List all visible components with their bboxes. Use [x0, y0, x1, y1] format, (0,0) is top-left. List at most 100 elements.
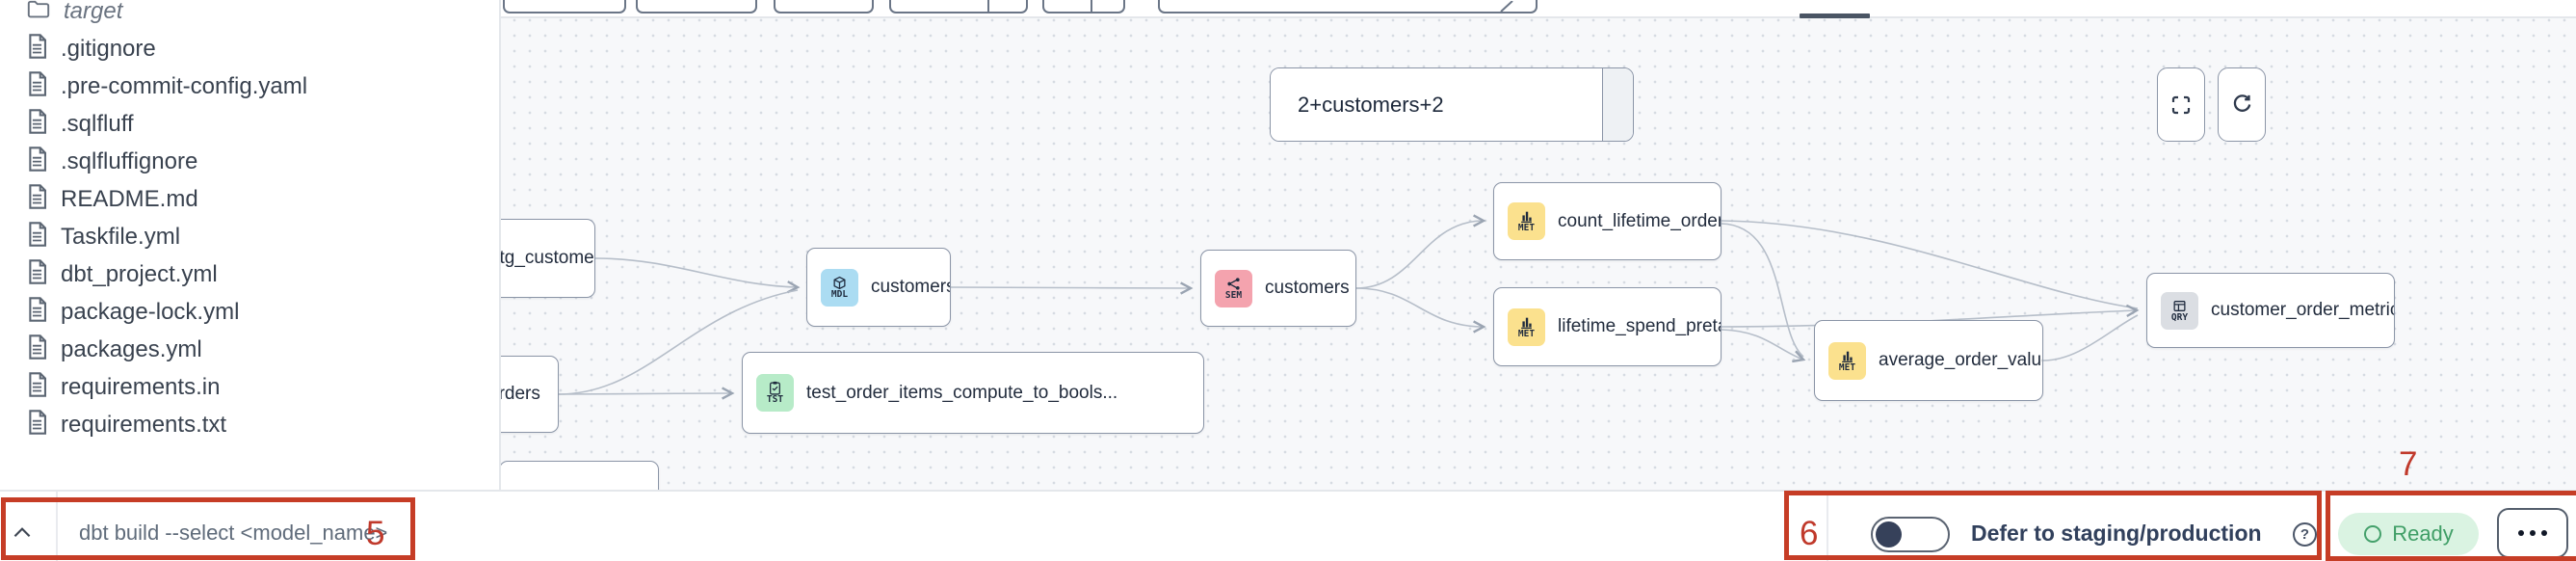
- cutoff-icon: [1500, 1, 1513, 13]
- file-name: Taskfile.yml: [61, 223, 181, 250]
- file-tree-item--pre-commit-config-yaml[interactable]: .pre-commit-config.yaml: [0, 67, 499, 105]
- refresh-icon: [2233, 94, 2250, 112]
- file-icon: [27, 297, 47, 327]
- defer-toggle[interactable]: [1871, 517, 1950, 552]
- file-name: requirements.txt: [61, 411, 227, 438]
- command-input[interactable]: [79, 509, 696, 557]
- file-tree-sidebar: target .gitignore .pre-commit-config.yaml.…: [0, 0, 501, 490]
- status-label: Ready: [2392, 521, 2454, 546]
- node-type-code: MDL: [830, 288, 849, 300]
- dot: [2530, 530, 2536, 536]
- cutoff-toolbar-segmented[interactable]: [1042, 0, 1125, 13]
- sem-node-type-icon: SEM: [1215, 269, 1252, 307]
- node-label: lifetime_spend_pretax: [1558, 316, 1722, 336]
- chevron-up-icon: [13, 527, 31, 538]
- file-name: package-lock.yml: [61, 298, 240, 325]
- fullscreen-icon: [2171, 95, 2191, 114]
- file-tree-item-target[interactable]: target: [0, 0, 499, 30]
- cutoff-toolbar-segmented[interactable]: [889, 0, 1028, 13]
- file-name: .sqlfluff: [61, 110, 134, 137]
- file-name: .sqlfluffignore: [61, 147, 198, 174]
- node-type-code: MET: [1517, 328, 1536, 339]
- node-label: test_order_items_compute_to_bools...: [806, 382, 1118, 403]
- dag-node-customer-order-metrics[interactable]: QRY customer_order_metrics: [2146, 273, 2395, 348]
- expand-command-panel-button[interactable]: [10, 521, 35, 546]
- file-icon: [27, 222, 47, 252]
- graph-selector-group: Update Graph: [1270, 67, 1634, 142]
- dag-node-lifetime-spend-pretax[interactable]: MET lifetime_spend_pretax: [1493, 287, 1722, 366]
- dag-node-count-lifetime-orders[interactable]: MET count_lifetime_orders: [1493, 182, 1722, 260]
- met-node-type-icon: MET: [1828, 341, 1866, 380]
- active-tab-indicator: [1800, 13, 1870, 18]
- file-tree-item--sqlfluffignore[interactable]: .sqlfluffignore: [0, 143, 499, 180]
- file-name: target: [64, 0, 123, 24]
- cutoff-search-bar[interactable]: [1158, 0, 1538, 13]
- file-icon: [27, 109, 47, 139]
- toggle-knob: [1876, 521, 1902, 548]
- bottom-bar-divider: [56, 492, 58, 561]
- file-name: packages.yml: [61, 335, 202, 362]
- cutoff-toolbar-button[interactable]: [774, 0, 874, 13]
- canvas-top-toolbar: [501, 0, 2576, 18]
- file-name: README.md: [61, 185, 198, 212]
- file-tree-item--gitignore[interactable]: .gitignore: [0, 30, 499, 67]
- file-name: .gitignore: [61, 35, 156, 62]
- dot: [2518, 530, 2524, 536]
- node-type-code: MET: [1838, 361, 1856, 373]
- file-icon: [27, 410, 47, 440]
- help-icon[interactable]: ?: [2293, 522, 2317, 547]
- node-label: orders: [488, 384, 540, 404]
- file-icon: [27, 71, 47, 101]
- file-icon: [27, 334, 47, 364]
- node-label: customer_order_metrics: [2211, 300, 2395, 320]
- status-circle-icon: [2364, 525, 2382, 543]
- file-tree-item-packages-yml[interactable]: packages.yml: [0, 331, 499, 368]
- qry-node-type-icon: QRY: [2161, 291, 2198, 330]
- node-label: average_order_value: [1879, 350, 2043, 370]
- file-tree-item-readme-md[interactable]: README.md: [0, 180, 499, 218]
- file-name: requirements.in: [61, 373, 221, 400]
- file-tree-item-taskfile-yml[interactable]: Taskfile.yml: [0, 218, 499, 255]
- status-badge[interactable]: Ready: [2338, 513, 2479, 555]
- node-type-code: SEM: [1224, 289, 1243, 301]
- met-node-type-icon: MET: [1508, 307, 1545, 346]
- tst-node-type-icon: TST: [756, 374, 794, 412]
- dag-node-customers-semantic[interactable]: SEM customers: [1200, 250, 1356, 327]
- file-name: .pre-commit-config.yaml: [61, 72, 308, 99]
- cutoff-toolbar-button[interactable]: [503, 0, 626, 13]
- node-type-code: TST: [766, 394, 784, 405]
- met-node-type-icon: MET: [1508, 202, 1545, 240]
- file-tree-item-package-lock-yml[interactable]: package-lock.yml: [0, 293, 499, 331]
- graph-selector-input[interactable]: [1271, 68, 1602, 141]
- bottom-bar-divider: [1827, 492, 1828, 561]
- file-icon: [27, 147, 47, 176]
- node-label: customers: [1265, 278, 1350, 298]
- dot: [2541, 530, 2547, 536]
- node-label: count_lifetime_orders: [1558, 210, 1722, 231]
- file-tree-item--sqlfluff[interactable]: .sqlfluff: [0, 105, 499, 143]
- defer-label: Defer to staging/production: [1971, 521, 2262, 546]
- file-tree-item-dbt-project-yml[interactable]: dbt_project.yml: [0, 255, 499, 293]
- file-icon: [27, 259, 47, 289]
- more-options-button[interactable]: [2497, 508, 2568, 558]
- file-icon: [27, 372, 47, 402]
- cutoff-toolbar-button[interactable]: [636, 0, 757, 13]
- node-label: stg_customers: [490, 248, 594, 268]
- refresh-button[interactable]: [2218, 67, 2266, 142]
- fullscreen-button[interactable]: [2157, 67, 2205, 142]
- segment-divider: [987, 0, 989, 12]
- node-label: customers: [871, 277, 951, 297]
- folder-icon: [27, 0, 50, 23]
- file-icon: [27, 184, 47, 214]
- dag-node-customers-model[interactable]: MDL customers: [806, 248, 951, 327]
- dag-node-average-order-value[interactable]: MET average_order_value: [1814, 320, 2043, 401]
- mdl-node-type-icon: MDL: [821, 268, 858, 307]
- dag-node-test-order-items[interactable]: TST test_order_items_compute_to_bools...: [742, 352, 1204, 434]
- node-type-code: MET: [1517, 223, 1536, 233]
- file-tree-item-requirements-txt[interactable]: requirements.txt: [0, 406, 499, 443]
- file-icon: [27, 34, 47, 64]
- segment-divider: [1091, 0, 1092, 12]
- file-tree-item-requirements-in[interactable]: requirements.in: [0, 368, 499, 406]
- update-graph-button[interactable]: Update Graph: [1602, 68, 1633, 141]
